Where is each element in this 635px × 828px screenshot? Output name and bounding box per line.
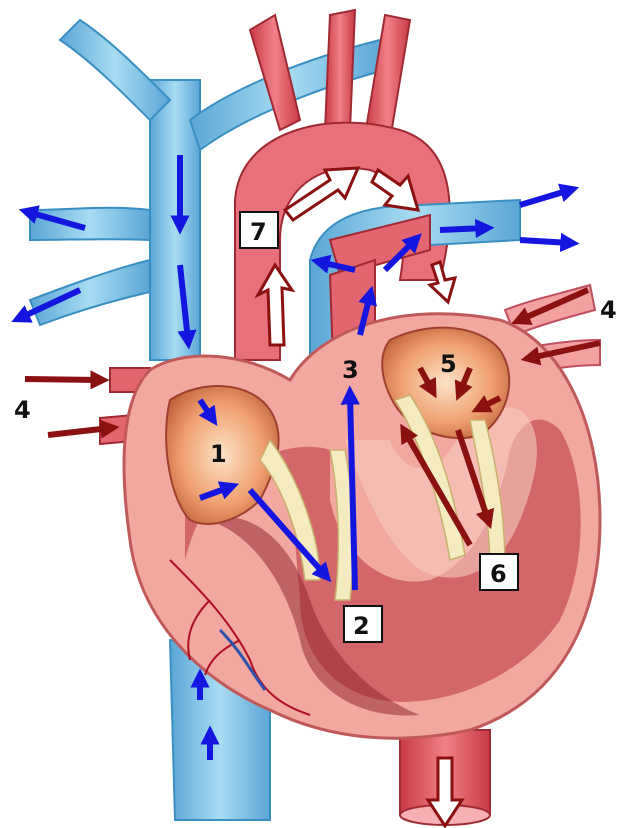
svg-text:4: 4 [600,296,617,324]
svg-text:7: 7 [250,218,267,246]
label-1: 1 [210,440,227,468]
label-7: 7 [240,212,278,248]
svg-text:1: 1 [210,440,227,468]
label-3: 3 [342,356,359,384]
svg-text:3: 3 [342,356,359,384]
svg-text:6: 6 [490,560,507,588]
label-4-left: 4 [14,396,31,424]
label-6: 6 [480,554,518,590]
label-5: 5 [440,350,457,378]
label-4-right: 4 [600,296,617,324]
label-2: 2 [344,606,382,642]
svg-text:4: 4 [14,396,31,424]
svg-text:2: 2 [353,612,370,640]
svg-text:5: 5 [440,350,457,378]
